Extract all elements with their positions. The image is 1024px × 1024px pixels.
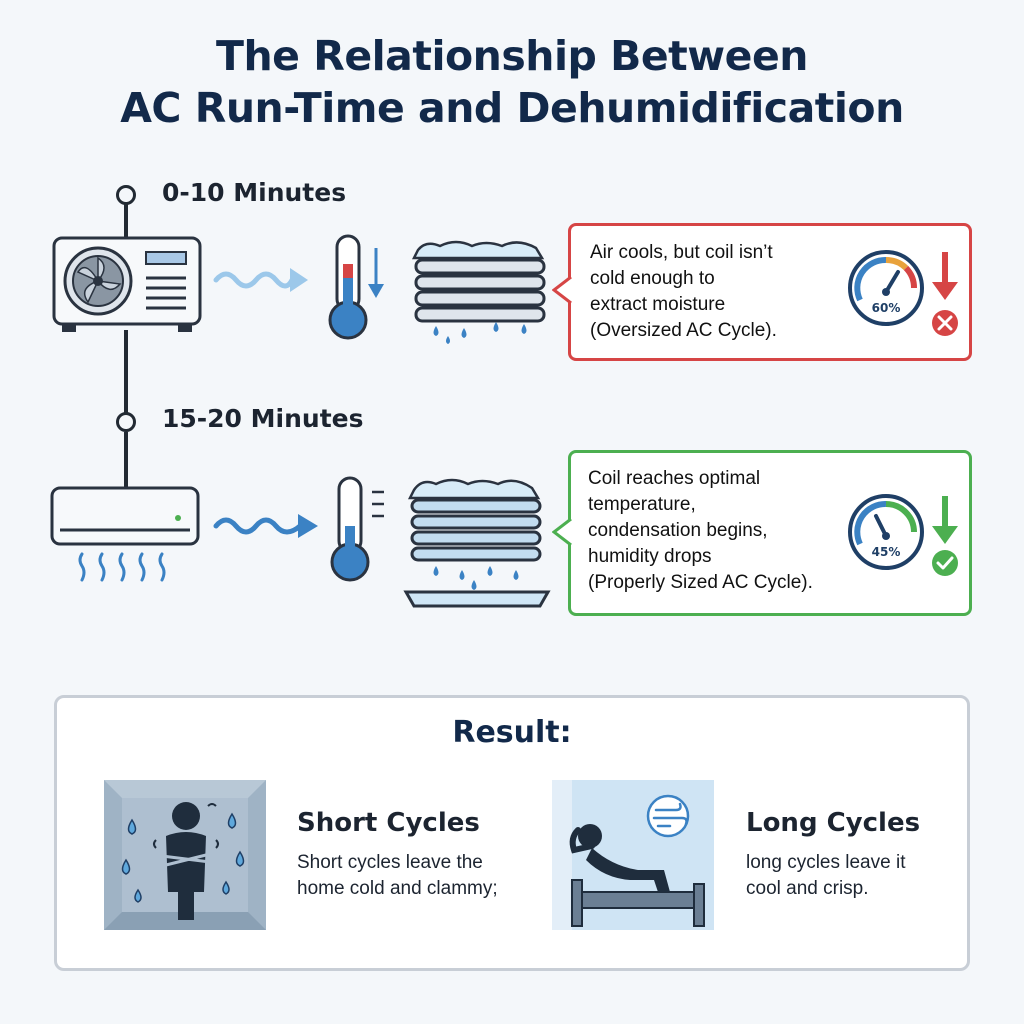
callout-line: temperature, — [588, 494, 696, 515]
timeline-node — [116, 185, 136, 205]
down-arrow-icon — [932, 496, 958, 544]
timeline-line — [124, 330, 128, 420]
title-line-2: AC Run-Time and Dehumidification — [120, 84, 904, 132]
gauge-value: 60% — [872, 301, 901, 315]
result-title: Result: — [452, 715, 572, 750]
callout-text-properly-sized: Coil reaches optimal temperature, conden… — [588, 466, 813, 596]
humidity-gauge-icon: 45% — [848, 494, 924, 570]
result-line: long cycles leave it — [746, 852, 906, 873]
airflow-arrow-icon — [213, 268, 308, 292]
callout-line: extract moisture — [590, 294, 726, 315]
humidity-gauge-icon: 60% — [848, 250, 924, 326]
callout-line: (Oversized AC Cycle). — [590, 320, 777, 341]
cold-clammy-person-icon — [104, 780, 266, 930]
callout-pointer — [552, 275, 572, 305]
result-line: home cold and clammy; — [297, 878, 498, 899]
relaxed-person-icon — [552, 780, 714, 930]
short-cycles-text: Short cycles leave the home cold and cla… — [297, 850, 498, 902]
evaporator-coil-icon — [411, 240, 546, 344]
wall-ac-unit-icon — [50, 486, 200, 582]
thermometer-icon — [330, 476, 384, 582]
result-line: cool and crisp. — [746, 878, 869, 899]
page-title: The Relationship Between AC Run-Time and… — [0, 30, 1024, 134]
callout-line: humidity drops — [588, 546, 712, 567]
outdoor-ac-unit-icon — [52, 236, 202, 332]
check-icon — [932, 550, 958, 576]
callout-pointer — [552, 517, 572, 547]
callout-line: Air cools, but coil isn’t — [590, 242, 773, 263]
step-label-15-20: 15-20 Minutes — [162, 404, 364, 433]
long-cycles-text: long cycles leave it cool and crisp. — [746, 850, 905, 902]
timeline-line — [124, 432, 128, 487]
short-cycles-heading: Short Cycles — [297, 808, 480, 838]
result-line: Short cycles leave the — [297, 852, 483, 873]
callout-line: condensation begins, — [588, 520, 768, 541]
step-label-0-10: 0-10 Minutes — [162, 178, 347, 207]
callout-line: (Properly Sized AC Cycle). — [588, 572, 813, 593]
gauge-value: 45% — [872, 545, 901, 559]
down-arrow-icon — [932, 252, 958, 300]
error-x-icon — [932, 310, 958, 336]
airflow-arrow-icon — [213, 514, 318, 538]
evaporator-coil-icon — [403, 478, 551, 608]
callout-text-oversized: Air cools, but coil isn’t cold enough to… — [590, 240, 777, 344]
thermometer-icon — [328, 234, 384, 340]
long-cycles-heading: Long Cycles — [746, 808, 921, 838]
timeline-node — [116, 412, 136, 432]
title-line-1: The Relationship Between — [216, 32, 808, 80]
callout-line: cold enough to — [590, 268, 715, 289]
callout-line: Coil reaches optimal — [588, 468, 761, 489]
